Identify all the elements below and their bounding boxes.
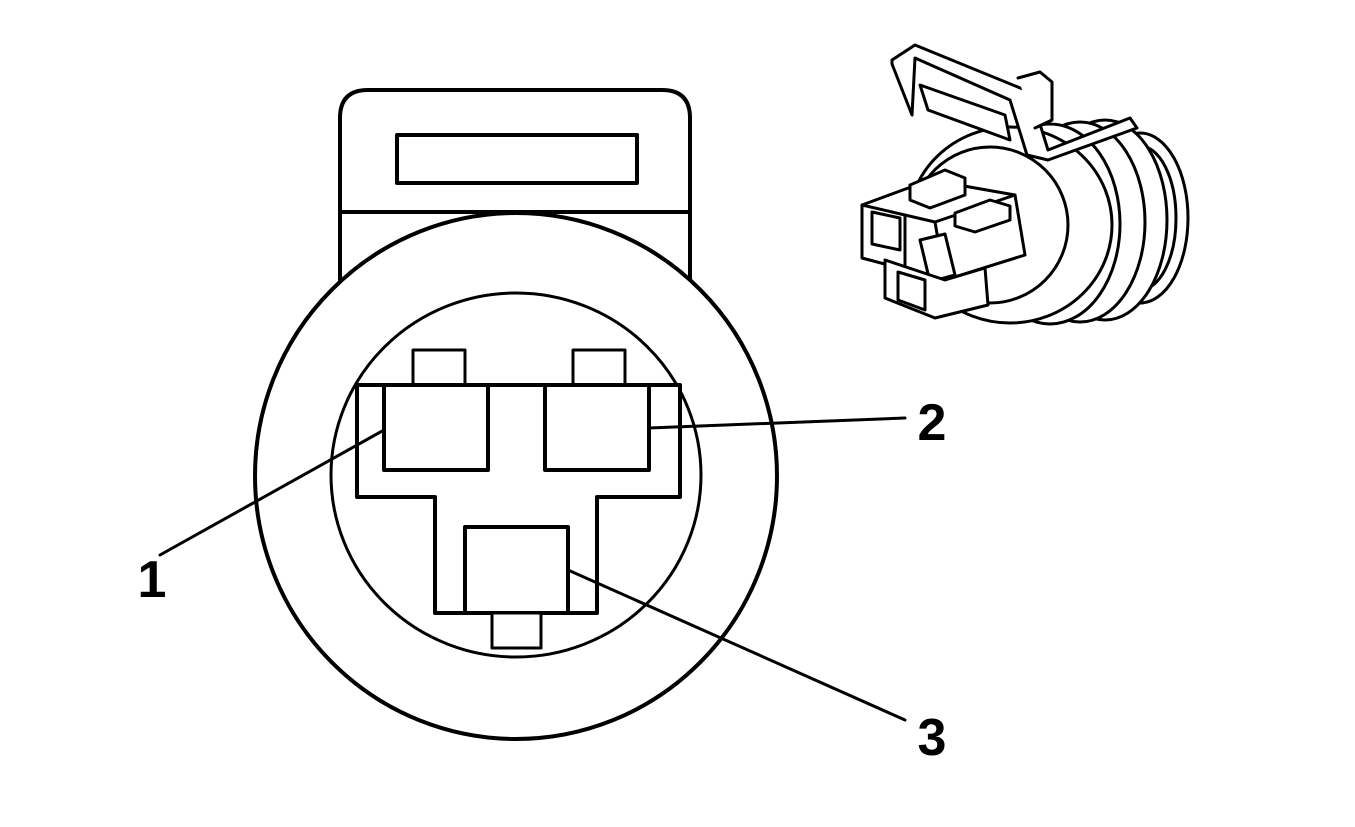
connector-face-view (253, 88, 779, 741)
cavity-1 (382, 383, 490, 472)
perspective-cavity-1 (870, 210, 902, 252)
leader-line-1 (158, 428, 386, 557)
locking-tab-window (395, 133, 639, 185)
callout-label-2: 2 (918, 394, 947, 452)
perspective-bottom-cavity (896, 270, 927, 312)
callout-label-3: 3 (918, 709, 947, 767)
perspective-lock-post (1016, 70, 1054, 130)
connector-perspective-view (860, 43, 1190, 326)
perspective-key-right (953, 198, 1012, 234)
perspective-cavity-2 (918, 232, 957, 284)
cavity-2 (543, 383, 651, 472)
cavity-3 (463, 525, 570, 615)
leader-line-2 (647, 416, 907, 430)
key-left (411, 348, 467, 387)
perspective-lock-window (918, 83, 1012, 142)
key-right (571, 348, 627, 387)
leader-lines (158, 416, 907, 722)
callout-label-1: 1 (138, 551, 167, 609)
callout-labels: 1 2 3 (138, 394, 947, 767)
leader-line-3 (566, 568, 907, 722)
perspective-key-left (908, 168, 967, 210)
key-bottom (490, 611, 543, 650)
